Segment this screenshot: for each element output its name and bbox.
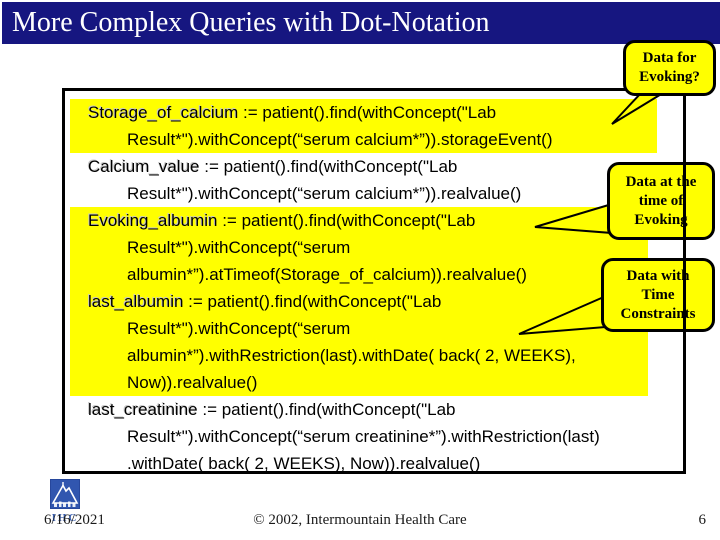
callout-data-for-evoking: Data for Evoking? xyxy=(623,40,716,96)
code-line: Result*").withConcept(“serum calcium*”))… xyxy=(127,130,553,149)
callout-data-with-time-constraints: Data with Time Constraints xyxy=(601,258,715,332)
footer-date: 6/16/2021 xyxy=(44,512,105,528)
callout-line: Time xyxy=(641,286,675,303)
code-line: .withDate( back( 2, WEEKS), Now)).realva… xyxy=(127,454,481,473)
code-line: Result*").withConcept(“serum calcium*”))… xyxy=(127,184,522,203)
callout-line: Data with xyxy=(626,267,690,284)
code-line: Evoking_albumin := patient().find(withCo… xyxy=(88,211,476,230)
callout-line: Constraints xyxy=(620,305,696,322)
code-line: Now)).realvalue() xyxy=(127,373,258,392)
code-line: Storage_of_calcium := patient().find(wit… xyxy=(88,103,497,122)
ihc-logo: IHC xyxy=(49,479,81,524)
callout-line: Evoking xyxy=(634,211,688,228)
code-line: last_albumin := patient().find(withConce… xyxy=(88,292,442,311)
highlight-storage-of-calcium: Storage_of_calcium := patient().find(wit… xyxy=(70,99,657,153)
code-line: albumin*”).atTimeof(Storage_of_calcium))… xyxy=(127,265,527,284)
slide-title: More Complex Queries with Dot-Notation xyxy=(12,7,490,38)
callout-line: Evoking? xyxy=(639,69,700,85)
callout-line: Data at the xyxy=(625,173,697,190)
code-line: Result*").withConcept(“serum xyxy=(127,319,351,338)
code-line: last_creatinine := patient().find(withCo… xyxy=(88,400,456,419)
highlight-time-constrained-queries: Evoking_albumin := patient().find(withCo… xyxy=(70,207,648,396)
code-line: Result*").withConcept(“serum creatinine*… xyxy=(127,427,600,446)
footer-copyright: © 2002, Intermountain Health Care xyxy=(253,512,467,528)
code-line: Result*").withConcept(“serum xyxy=(127,238,351,257)
code-line: albumin*”).withRestriction(last).withDat… xyxy=(127,346,576,365)
callout-data-at-time-of-evoking: Data at the time of Evoking xyxy=(607,162,715,240)
code-block: Storage_of_calcium := patient().find(wit… xyxy=(65,91,683,473)
ihc-logo-icon xyxy=(50,479,80,509)
code-panel: Storage_of_calcium := patient().find(wit… xyxy=(62,88,686,474)
footer-page-number: 6 xyxy=(698,512,707,528)
code-line: Calcium_value := patient().find(withConc… xyxy=(88,157,458,176)
ihc-logo-label: IHC xyxy=(51,512,79,524)
callout-line: time of xyxy=(638,192,684,209)
callout-line: Data for xyxy=(642,50,697,66)
title-bar: More Complex Queries with Dot-Notation xyxy=(2,2,720,44)
